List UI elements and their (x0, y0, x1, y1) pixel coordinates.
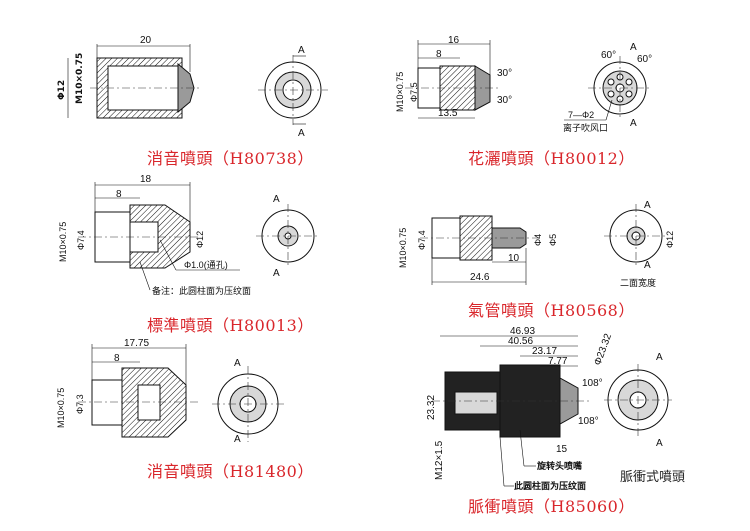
section-mark: A (644, 200, 651, 211)
dim-diameter: Φ12 (665, 231, 675, 248)
caption-h85060: 脈衝噴頭（H85060） (468, 497, 635, 516)
section-mark: A (630, 42, 637, 53)
drawing-h80738: 20 Φ12 M10×0.75 A A (57, 35, 328, 139)
section-mark: A (298, 128, 305, 139)
dim-thread: M10×0.75 (75, 53, 85, 104)
section-mark: A (234, 434, 241, 445)
drawing-h80012: 16 8 13.5 M10×0.75 Φ7.5 30° 30° 60° 60° … (395, 35, 652, 133)
dim-length: 7.77 (548, 356, 568, 367)
caption-h81480: 消音噴頭（H81480） (147, 462, 314, 481)
drawing-h80013: 18 8 M10×0.75 Φ7.4 Φ12 Φ1.0(通孔) 备注：此圆柱面为… (58, 174, 320, 296)
hole-spec: Φ1.0(通孔) (184, 260, 228, 270)
flat-width-note: 二面宽度 (620, 277, 656, 288)
caption-h80012: 花灑噴頭（H80012） (468, 149, 635, 168)
dim-length: 10 (508, 253, 520, 264)
pulse-type-label: 脈衝式噴頭 (620, 470, 686, 485)
dim-length: 15 (556, 444, 568, 455)
section-mark: A (656, 352, 663, 363)
dim-length: 17.75 (124, 338, 149, 349)
ionizer-note: 离子吹风口 (563, 122, 608, 133)
dim-diameter: Φ7.4 (417, 230, 427, 250)
dim-length: 16 (448, 35, 460, 46)
dim-diameter: Φ12 (57, 80, 67, 100)
dim-diameter: Φ5 (548, 234, 558, 246)
drawing-h85060: 46.93 40.56 23.17 7.77 23.32 M12×1.5 Φ23… (426, 326, 672, 492)
dim-angle: 30° (497, 68, 512, 79)
dim-diameter: Φ7.4 (76, 230, 86, 250)
rotating-nozzle-note: 旋转头喷嘴 (536, 460, 582, 472)
dim-length: 8 (116, 189, 122, 200)
dim-thread: M10×0.75 (58, 222, 68, 262)
section-mark: A (273, 268, 280, 279)
dim-height: 23.32 (426, 395, 437, 420)
dim-length: 46.93 (510, 326, 535, 337)
dim-diameter: Φ23.32 (592, 332, 614, 367)
caption-h80013: 標準噴頭（H80013） (147, 316, 314, 335)
dim-diameter: Φ7.5 (409, 82, 419, 102)
dim-thread: M12×1.5 (434, 440, 445, 480)
dim-length: 8 (114, 353, 120, 364)
dim-length: 13.5 (438, 108, 458, 119)
dim-diameter: Φ12 (195, 231, 205, 248)
dim-length: 18 (140, 174, 152, 185)
dim-length: 40.56 (508, 336, 533, 347)
dim-thread: M10×0.75 (398, 228, 408, 268)
caption-h80738: 消音噴頭（H80738） (147, 149, 314, 168)
dim-angle: 108° (578, 416, 599, 427)
section-mark: A (630, 118, 637, 129)
dim-length: 8 (436, 49, 442, 60)
knurl-note: 备注：此圆柱面为压纹面 (152, 285, 251, 296)
section-mark: A (273, 194, 280, 205)
dim-angle: 30° (497, 95, 512, 106)
knurl-note: 此圆柱面为压纹面 (514, 480, 586, 492)
drawing-h80568: 24.6 10 M10×0.75 Φ7.4 Φ4 Φ5 A A Φ12 二面宽度 (398, 200, 675, 288)
dim-length: 20 (140, 35, 152, 46)
section-mark: A (234, 358, 241, 369)
dim-thread: M10×0.75 (395, 72, 405, 112)
dim-length: 24.6 (470, 272, 490, 283)
dim-length: 23.17 (532, 346, 557, 357)
dim-angle: 60° (601, 50, 616, 61)
dim-angle: 60° (637, 54, 652, 65)
caption-h80568: 氣管噴頭（H80568） (468, 301, 635, 320)
hole-spec: 7—Φ2 (568, 110, 594, 120)
section-mark: A (298, 45, 305, 56)
dim-diameter: Φ7.3 (75, 394, 85, 414)
dim-thread: M10×0.75 (56, 388, 66, 428)
section-mark: A (644, 260, 651, 271)
section-mark: A (656, 438, 663, 449)
dim-diameter: Φ4 (533, 234, 543, 246)
dim-angle: 108° (582, 378, 603, 389)
drawing-h81480: 17.75 8 M10×0.75 Φ7.3 A A (56, 338, 284, 445)
